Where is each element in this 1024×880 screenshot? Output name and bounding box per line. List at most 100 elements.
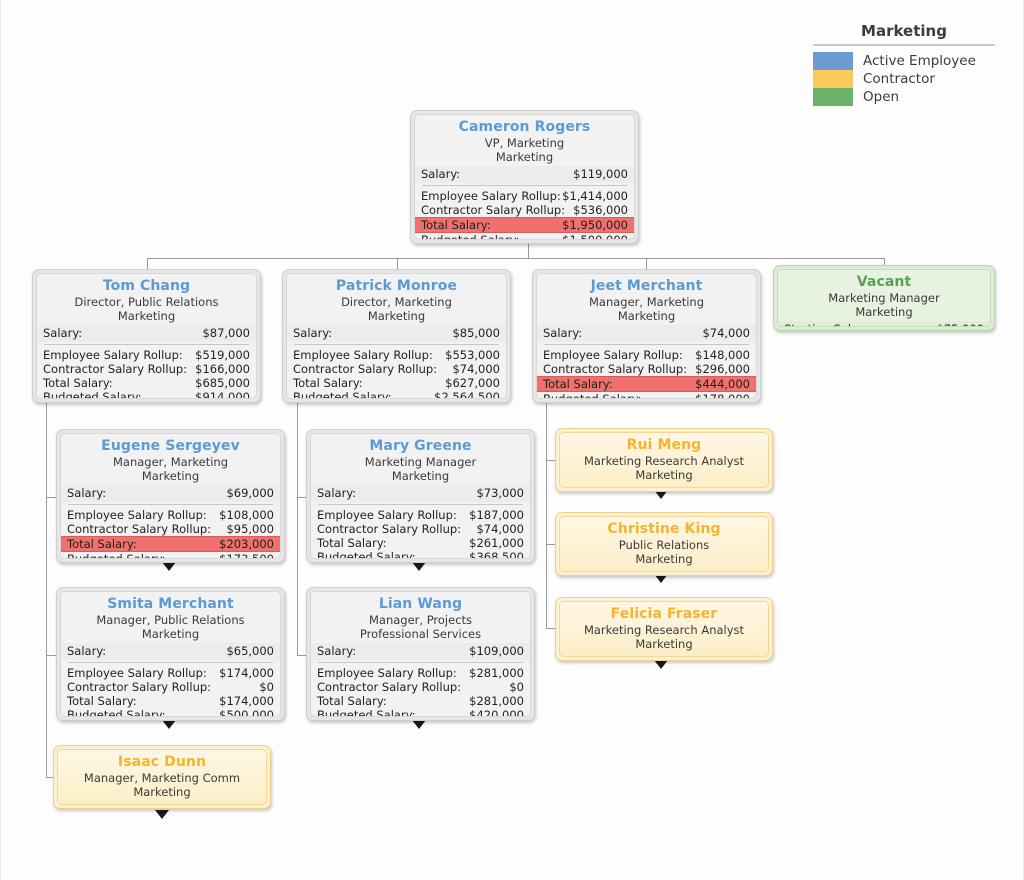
node-name: Eugene Sergeyev (101, 438, 240, 454)
node-salary-row: Salary: $119,000 (415, 166, 634, 183)
total-salary-label: Total Salary: (317, 694, 387, 708)
employee-rollup-value: $148,000 (695, 348, 750, 362)
org-node-rui-meng[interactable]: Rui Meng Marketing Research Analyst Mark… (555, 428, 773, 492)
node-salary-row: Salary: $65,000 (61, 643, 280, 660)
node-divider (544, 344, 749, 345)
employee-rollup-label: Employee Salary Rollup: (421, 189, 561, 203)
contractor-rollup-value: $536,000 (573, 203, 628, 217)
legend-swatch-active-employee (813, 52, 853, 70)
budgeted-salary-value: $178,000 (695, 392, 750, 399)
contractor-rollup-label: Contractor Salary Rollup: (317, 680, 462, 694)
employee-rollup-row: Employee Salary Rollup: $553,000 (287, 348, 506, 362)
employee-rollup-label: Employee Salary Rollup: (67, 508, 207, 522)
org-node-eugene-sergeyev[interactable]: Eugene Sergeyev Manager, Marketing Marke… (56, 429, 285, 563)
org-node-isaac-dunn[interactable]: Isaac Dunn Manager, Marketing Comm Marke… (53, 745, 271, 809)
node-department: Marketing (635, 637, 693, 651)
salary-label: Salary: (421, 167, 461, 181)
org-node-smita-merchant[interactable]: Smita Merchant Manager, Public Relations… (56, 587, 285, 721)
expand-triangle-christine[interactable] (654, 574, 668, 583)
contractor-rollup-value: $74,000 (476, 522, 524, 536)
expand-triangle-felicia[interactable] (654, 660, 668, 669)
salary-value: $119,000 (573, 167, 628, 181)
budgeted-salary-label: Budgeted Salary: (317, 708, 416, 717)
connector-drop-tom (147, 258, 148, 270)
employee-rollup-label: Employee Salary Rollup: (317, 666, 457, 680)
contractor-rollup-row: Contractor Salary Rollup: $166,000 (37, 362, 256, 376)
org-node-felicia-fraser[interactable]: Felicia Fraser Marketing Research Analys… (555, 597, 773, 661)
node-name: Tom Chang (102, 278, 191, 294)
node-department: Professional Services (359, 627, 482, 641)
node-divider (68, 504, 273, 505)
node-starting-salary-row: Starting Salary: $75,000 (778, 321, 990, 326)
total-salary-row: Total Salary: $281,000 (311, 694, 530, 708)
salary-value: $65,000 (226, 644, 274, 658)
connector-stub-rui (546, 460, 558, 461)
node-department: Marketing (495, 150, 554, 164)
expand-triangle-rui[interactable] (654, 490, 668, 499)
connector-row2-bus (147, 258, 884, 259)
node-salary-row: Salary: $87,000 (37, 325, 256, 342)
org-node-jeet-merchant[interactable]: Jeet Merchant Manager, Marketing Marketi… (532, 269, 761, 403)
connector-drop-jeet (646, 258, 647, 270)
total-annual-value: $53,000 (714, 569, 762, 571)
node-name: Jeet Merchant (590, 278, 703, 294)
expand-triangle-mary[interactable] (412, 562, 426, 571)
org-node-patrick-monroe[interactable]: Patrick Monroe Director, Marketing Marke… (282, 269, 511, 403)
node-rollups: Employee Salary Rollup: $174,000 Contrac… (61, 666, 280, 717)
expand-triangle-eugene[interactable] (162, 562, 176, 571)
total-salary-row: Total Salary: $627,000 (287, 376, 506, 390)
legend-swatch-contractor (813, 70, 853, 88)
contractor-rollup-label: Contractor Salary Rollup: (317, 522, 462, 536)
employee-rollup-row: Employee Salary Rollup: $519,000 (37, 348, 256, 362)
expand-triangle-lian[interactable] (412, 720, 426, 729)
budgeted-salary-value: $1,500,000 (562, 233, 628, 240)
node-salary-row: Salary: $73,000 (311, 485, 530, 502)
expand-triangle-smita[interactable] (162, 720, 176, 729)
node-department: Marketing (141, 469, 200, 483)
connector-drop-vacant (884, 258, 885, 266)
node-title: Manager, Public Relations (96, 613, 245, 627)
budgeted-salary-label: Budgeted Salary: (67, 708, 166, 717)
budgeted-salary-value: $914,000 (195, 390, 250, 399)
budgeted-salary-label: Budgeted Salary: (43, 390, 142, 399)
budgeted-salary-value: $368,500 (469, 550, 524, 559)
connector-spine-tom (46, 402, 47, 777)
node-title: Public Relations (618, 538, 710, 552)
total-salary-label: Total Salary: (421, 218, 491, 232)
org-node-vacant[interactable]: Vacant Marketing Manager Marketing Start… (773, 265, 995, 331)
org-node-christine-king[interactable]: Christine King Public Relations Marketin… (555, 512, 773, 576)
contractor-rollup-label: Contractor Salary Rollup: (293, 362, 438, 376)
salary-label: Salary: (293, 326, 333, 340)
node-rollups: Employee Salary Rollup: $1,414,000 Contr… (415, 189, 634, 240)
employee-rollup-row: Employee Salary Rollup: $281,000 (311, 666, 530, 680)
salary-value: $109,000 (469, 644, 524, 658)
budgeted-salary-value: $500,000 (219, 708, 274, 717)
expand-triangle-isaac[interactable] (155, 810, 169, 819)
total-salary-row: Total Salary: $261,000 (311, 536, 530, 550)
total-annual-label: Total Annual: (566, 654, 640, 656)
total-salary-row: Total Salary: $685,000 (37, 376, 256, 390)
node-title: Manager, Marketing Comm (83, 771, 241, 785)
employee-rollup-row: Employee Salary Rollup: $187,000 (311, 508, 530, 522)
legend-divider (813, 44, 995, 46)
node-name: Patrick Monroe (335, 278, 458, 294)
contractor-rollup-label: Contractor Salary Rollup: (43, 362, 188, 376)
connector-stub-eugene (46, 497, 63, 498)
starting-salary-label: Starting Salary: (784, 322, 873, 326)
node-salary-row: Salary: $109,000 (311, 643, 530, 660)
node-department: Marketing (855, 305, 913, 319)
budgeted-salary-row: Budgeted Salary: $368,500 (311, 550, 530, 559)
org-node-cameron-rogers[interactable]: Cameron Rogers VP, Marketing Marketing S… (410, 110, 639, 244)
salary-value: $74,000 (702, 326, 750, 340)
employee-rollup-row: Employee Salary Rollup: $1,414,000 (415, 189, 634, 203)
node-rollups: Employee Salary Rollup: $148,000 Contrac… (537, 348, 756, 399)
org-node-lian-wang[interactable]: Lian Wang Manager, Projects Professional… (306, 587, 535, 721)
employee-rollup-row: Employee Salary Rollup: $174,000 (61, 666, 280, 680)
node-salary-row: Salary: $74,000 (537, 325, 756, 342)
employee-rollup-label: Employee Salary Rollup: (543, 348, 683, 362)
total-salary-value: $627,000 (445, 376, 500, 390)
node-title: Manager, Projects (368, 613, 473, 627)
org-node-mary-greene[interactable]: Mary Greene Marketing Manager Marketing … (306, 429, 535, 563)
org-node-tom-chang[interactable]: Tom Chang Director, Public Relations Mar… (32, 269, 261, 403)
